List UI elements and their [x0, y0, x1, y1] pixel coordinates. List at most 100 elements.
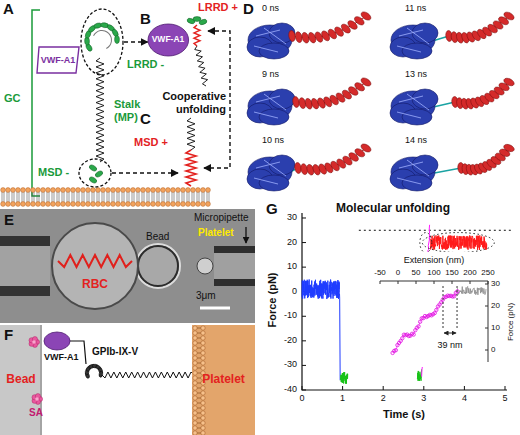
md-snapshot: [412, 89, 438, 109]
axis-title: Time (s): [383, 408, 425, 421]
tick-label: 4: [462, 393, 467, 403]
domain-outline: LRRD -: [80, 8, 124, 76]
membrane: [2, 192, 3, 202]
force-chart: [302, 340, 306, 341]
platelet-body-shape: [201, 426, 205, 430]
membrane: [107, 192, 108, 202]
bead-label: Bead: [146, 231, 169, 243]
md-snapshot: [294, 31, 303, 43]
membrane: [9, 192, 10, 202]
membrane: [111, 188, 116, 193]
membrane: [202, 192, 203, 202]
md-snapshot: [269, 89, 295, 109]
tick-label: 0: [299, 393, 304, 403]
membrane: [176, 202, 181, 207]
inset-chart: [398, 281, 399, 284]
platelet-body-shape: [197, 428, 201, 429]
membrane: [87, 192, 88, 202]
force-chart: [359, 230, 512, 231]
membrane: [22, 192, 23, 202]
membrane: [71, 188, 76, 193]
ligand-blob-shape: [44, 332, 70, 350]
axis-title: Force (pN): [506, 303, 515, 341]
membrane: [7, 192, 8, 202]
panel-letter: A: [3, 0, 14, 17]
membrane: [74, 192, 75, 202]
membrane: [116, 202, 121, 207]
membrane: [127, 192, 128, 202]
dimension-label: GC: [4, 92, 21, 105]
membrane: [71, 202, 76, 207]
tick-label: 200: [463, 268, 476, 277]
domain-outline-shape: [79, 159, 111, 187]
platelet-body-shape: [197, 378, 201, 379]
membrane: [77, 192, 78, 202]
membrane: [59, 192, 60, 202]
membrane: [101, 188, 106, 193]
membrane: [57, 192, 58, 202]
platelet-body-shape: [193, 361, 197, 365]
platelet-body-shape: [197, 413, 201, 414]
md-snapshot: [397, 112, 421, 118]
membrane: [19, 192, 20, 202]
membrane: [64, 192, 65, 202]
platelet-body-shape: [201, 391, 205, 395]
membrane: [191, 202, 196, 207]
assay-schematic: [99, 371, 104, 378]
membrane: [11, 188, 16, 193]
inset-chart: [485, 306, 488, 307]
force-chart: [342, 386, 343, 390]
membrane: [44, 192, 45, 202]
membrane: [201, 202, 206, 207]
panel-letter: F: [4, 326, 13, 343]
unfolded-domain-shape: [193, 17, 201, 22]
platelet-body-shape: [197, 338, 201, 339]
platelet-body-shape: [193, 331, 197, 335]
platelet-body-shape: [201, 356, 205, 360]
membrane: [36, 202, 41, 207]
platelet-body-shape: [201, 406, 205, 410]
membrane: [82, 192, 83, 202]
platelet-body-shape: [193, 366, 197, 370]
inset-chart: [444, 333, 456, 334]
platelet-body-shape: [197, 368, 201, 369]
time-label: 14 ns: [405, 135, 427, 145]
ligand-box-shape: [37, 47, 79, 73]
membrane: [79, 192, 80, 202]
tick-label: 150: [445, 268, 458, 277]
dashed-arrow: [124, 41, 148, 42]
node-text: Bead: [6, 373, 35, 387]
membrane: [46, 202, 51, 207]
md-snapshot: [503, 11, 516, 22]
micrograph: [214, 279, 255, 286]
tick-label: -10: [284, 310, 297, 320]
membrane: [29, 192, 30, 202]
membrane: [149, 192, 150, 202]
platelet-body-shape: [197, 408, 201, 409]
platelet-body-shape: [193, 416, 197, 420]
membrane: [196, 188, 201, 193]
membrane: [164, 192, 165, 202]
membrane: [132, 192, 133, 202]
membrane: [112, 192, 113, 202]
membrane: [196, 202, 201, 207]
axis-title: Force (pN): [266, 273, 279, 328]
heading-text: LRRD +: [198, 1, 238, 14]
platelet-body-shape: [201, 366, 205, 370]
membrane: [137, 192, 138, 202]
md-snapshot: [412, 23, 438, 43]
micrograph: [0, 286, 50, 296]
force-chart: [383, 386, 384, 390]
membrane: [6, 202, 11, 207]
membrane: [51, 188, 56, 193]
md-snapshot: [247, 10, 372, 59]
lrrd-domain: [114, 35, 119, 43]
time-label: 11 ns: [405, 3, 426, 13]
tick-label: 20: [491, 301, 500, 310]
unfolded-domain-shape: [186, 150, 196, 186]
cell-circle-shape: [58, 255, 132, 267]
membrane: [121, 202, 126, 207]
platelet-body-shape: [201, 346, 205, 350]
tick-label: 1: [340, 393, 345, 403]
